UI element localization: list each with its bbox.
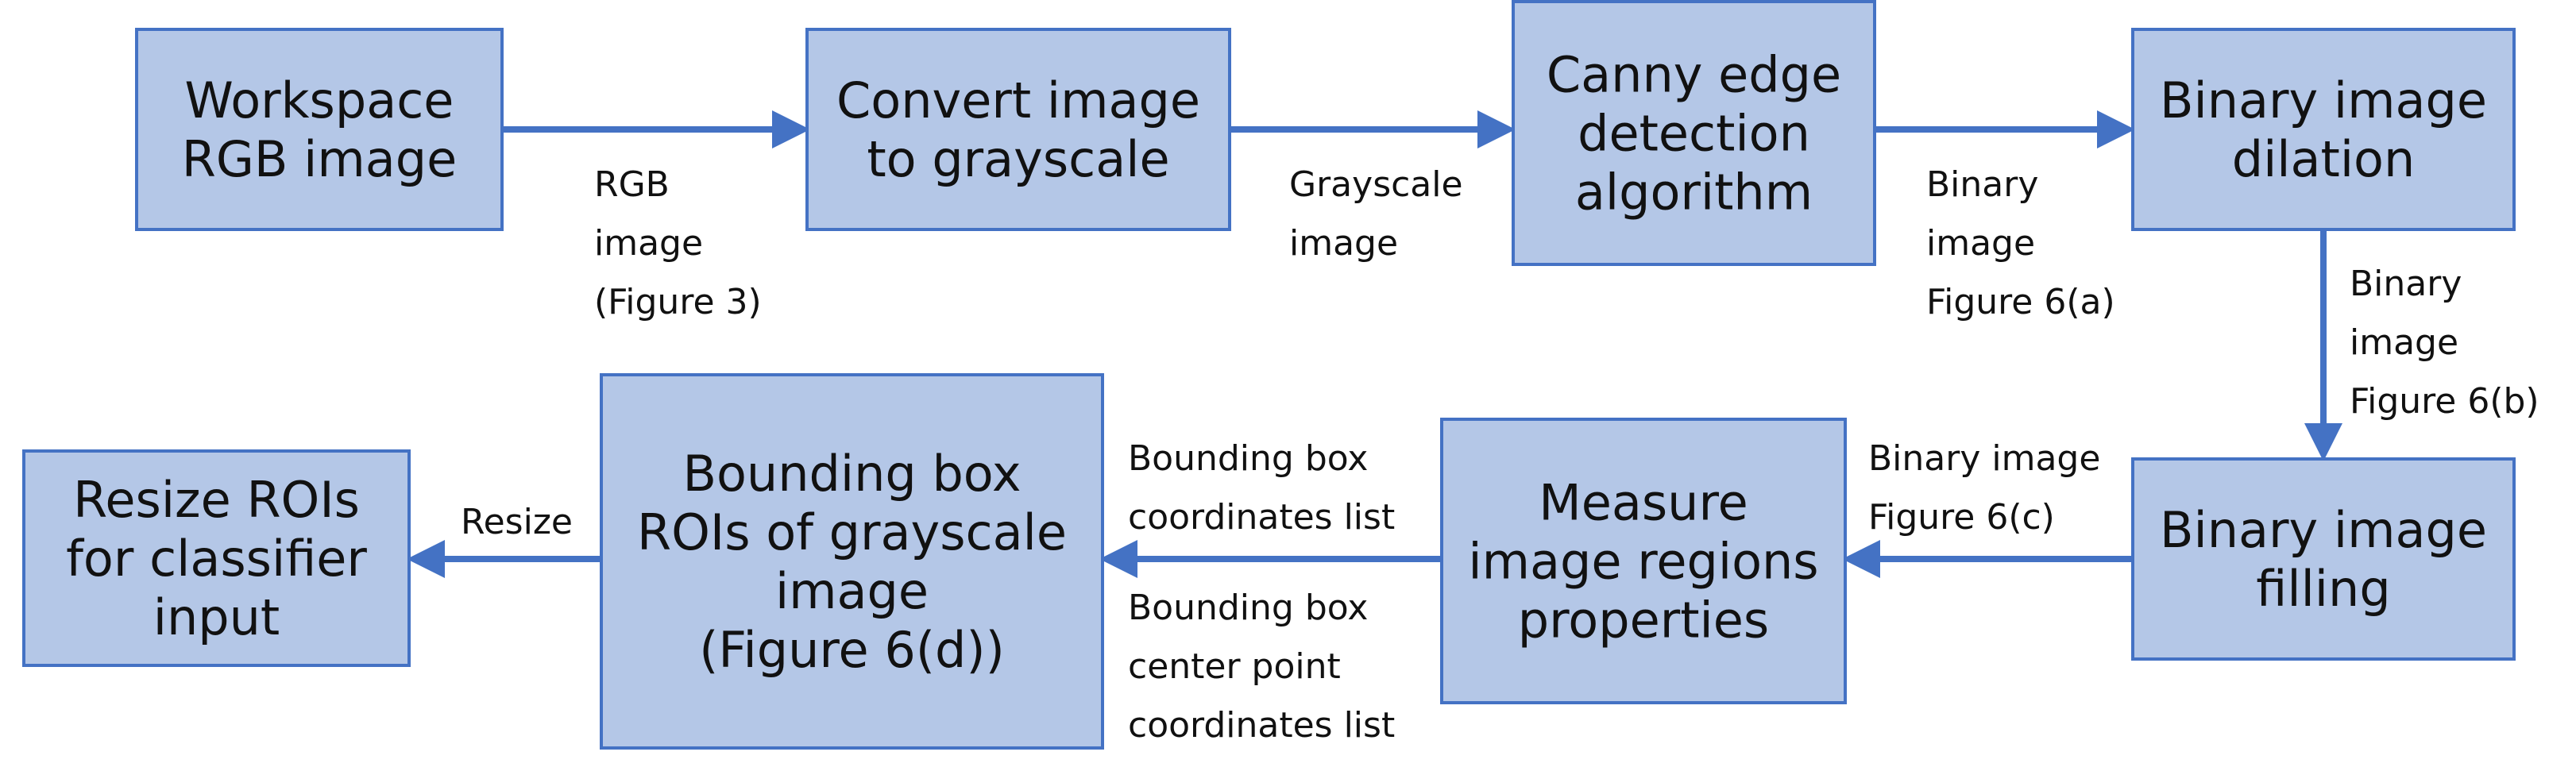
node-box-dilation bbox=[2131, 28, 2516, 231]
node-label-filling: Binary image bbox=[2160, 501, 2487, 559]
node-label-resize: Resize ROIs bbox=[73, 471, 360, 529]
node-label-rois: Bounding box bbox=[682, 445, 1021, 503]
node-label-measure: image regions bbox=[1468, 533, 1818, 591]
edge-label-grayscale-to-canny: Grayscale bbox=[1289, 164, 1463, 205]
node-label-dilation: dilation bbox=[2232, 130, 2416, 188]
edge-label-measure-to-rois: Bounding box bbox=[1128, 588, 1368, 628]
edge-label-canny-to-dilation: Binary bbox=[1926, 164, 2038, 205]
node-label-canny: algorithm bbox=[1575, 164, 1813, 222]
node-label-canny: detection bbox=[1578, 105, 1810, 163]
node-label-resize: input bbox=[153, 588, 280, 646]
edge-label-workspace-to-grayscale: (Figure 3) bbox=[594, 282, 762, 322]
node-box-workspace bbox=[135, 28, 504, 231]
edge-label-measure-to-rois: coordinates list bbox=[1128, 497, 1395, 538]
edge-label-measure-to-rois: center point bbox=[1128, 646, 1341, 687]
node-box-filling bbox=[2131, 457, 2516, 661]
edge-label-measure-to-rois: Bounding box bbox=[1128, 438, 1368, 479]
node-box-canny bbox=[1512, 0, 1876, 266]
edge-label-grayscale-to-canny: image bbox=[1289, 223, 1398, 264]
edge-label-filling-to-measure: Figure 6(c) bbox=[1868, 497, 2055, 538]
edge-label-canny-to-dilation: Figure 6(a) bbox=[1926, 282, 2115, 322]
node-box-grayscale bbox=[805, 28, 1231, 231]
node-label-grayscale: to grayscale bbox=[867, 130, 1169, 188]
node-label-workspace: RGB image bbox=[182, 130, 457, 188]
node-label-grayscale: Convert image bbox=[836, 71, 1200, 129]
edge-label-workspace-to-grayscale: RGB bbox=[594, 164, 670, 205]
edge-label-rois-to-resize: Resize bbox=[461, 502, 573, 542]
edge-label-measure-to-rois: coordinates list bbox=[1128, 705, 1395, 746]
edge-label-dilation-to-filling: Figure 6(b) bbox=[2350, 381, 2539, 422]
node-label-workspace: Workspace bbox=[185, 71, 454, 129]
node-label-resize: for classifier bbox=[66, 530, 367, 588]
node-label-filling: filling bbox=[2256, 560, 2390, 618]
node-label-rois: image bbox=[775, 562, 929, 620]
node-box-measure bbox=[1440, 418, 1847, 704]
edge-label-dilation-to-filling: Binary bbox=[2350, 264, 2462, 304]
node-box-resize bbox=[22, 449, 411, 667]
node-label-rois: (Figure 6(d)) bbox=[699, 621, 1005, 679]
node-box-rois bbox=[600, 373, 1104, 750]
node-label-measure: Measure bbox=[1539, 474, 1748, 532]
edge-label-dilation-to-filling: image bbox=[2350, 322, 2458, 363]
node-label-canny: Canny edge bbox=[1547, 46, 1841, 104]
node-label-measure: properties bbox=[1518, 592, 1769, 650]
edge-label-canny-to-dilation: image bbox=[1926, 223, 2035, 264]
node-label-rois: ROIs of grayscale bbox=[637, 503, 1067, 561]
edge-label-workspace-to-grayscale: image bbox=[594, 223, 703, 264]
edge-label-filling-to-measure: Binary image bbox=[1868, 438, 2100, 479]
node-label-dilation: Binary image bbox=[2160, 71, 2487, 129]
